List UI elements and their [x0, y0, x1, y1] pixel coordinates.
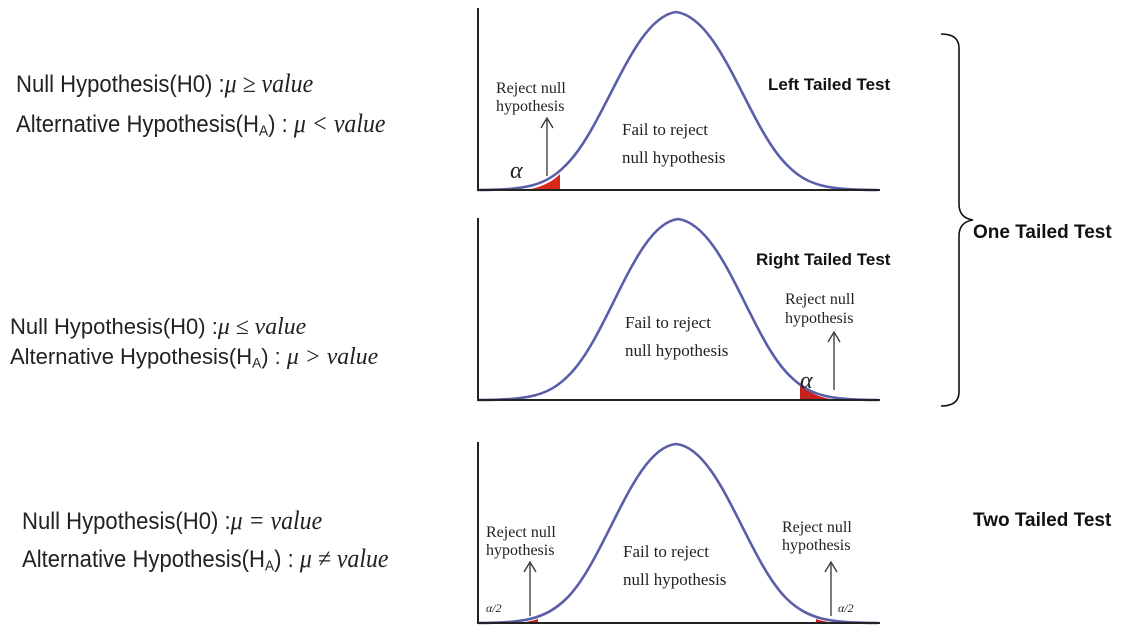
- alternative-hypothesis-left: Alternative Hypothesis(HA) : μ < value: [16, 109, 386, 140]
- reject-label-line2: hypothesis: [496, 98, 564, 115]
- reject-left-line1: Reject null: [486, 524, 556, 541]
- fail-label-line1: Fail to reject: [625, 313, 711, 332]
- alternative-hypothesis-right: Alternative Hypothesis(HA) : μ > value: [10, 344, 379, 371]
- one-tailed-brace: [940, 33, 974, 407]
- alpha-half-label-right: α/2: [838, 601, 854, 615]
- fail-label-line2: null hypothesis: [625, 341, 728, 360]
- alternative-hypothesis-two: Alternative Hypothesis(HA) : μ ≠ value: [22, 544, 389, 575]
- reject-left-line2: hypothesis: [486, 542, 554, 559]
- right-tailed-test-label: Right Tailed Test: [756, 250, 891, 269]
- right-tailed-hypotheses: Null Hypothesis(H0) :μ ≤ value Alternati…: [10, 312, 378, 378]
- left-tailed-hypotheses: Null Hypothesis(H0) :μ ≥ value Alternati…: [16, 64, 385, 152]
- normal-curve: [477, 217, 879, 402]
- null-hypothesis-right: Null Hypothesis(H0) :μ ≤ value: [10, 314, 307, 340]
- reject-label-line2: hypothesis: [785, 310, 853, 327]
- reject-region-left: [525, 174, 560, 190]
- left-tailed-distribution-panel: α Reject null hypothesis Fail to reject …: [477, 8, 880, 192]
- reject-right-line2: hypothesis: [782, 537, 850, 554]
- reject-arrow-head-right: [824, 560, 838, 573]
- reject-region-right: [800, 384, 836, 400]
- fail-label-line2: null hypothesis: [623, 570, 726, 589]
- two-tailed-hypotheses: Null Hypothesis(H0) :μ = value Alternati…: [22, 502, 388, 586]
- alpha-half-label-left: α/2: [486, 601, 502, 615]
- reject-arrow-head: [540, 116, 554, 129]
- reject-arrow-head: [827, 330, 841, 343]
- reject-right-line1: Reject null: [782, 519, 852, 536]
- null-hypothesis-two: Null Hypothesis(H0) :μ = value: [22, 506, 323, 535]
- fail-label-line1: Fail to reject: [622, 120, 708, 139]
- two-tailed-distribution-panel: α/2 α/2 Reject null hypothesis Reject nu…: [477, 442, 880, 625]
- reject-arrow-head-left: [523, 560, 537, 573]
- reject-label-line1: Reject null: [785, 291, 855, 308]
- normal-curve: [477, 10, 879, 192]
- alpha-label: α: [800, 368, 813, 394]
- null-hypothesis-left: Null Hypothesis(H0) :μ ≥ value: [16, 69, 314, 98]
- two-tailed-test-label: Two Tailed Test: [973, 510, 1112, 531]
- one-tailed-test-label: One Tailed Test: [973, 222, 1112, 243]
- alpha-label: α: [510, 158, 523, 184]
- fail-label-line2: null hypothesis: [622, 148, 725, 167]
- right-tailed-distribution-panel: α Reject null hypothesis Fail to reject …: [477, 217, 880, 402]
- normal-curve: [477, 442, 879, 625]
- fail-label-line1: Fail to reject: [623, 542, 709, 561]
- reject-label-line1: Reject null: [496, 80, 566, 97]
- left-tailed-test-label: Left Tailed Test: [768, 75, 891, 94]
